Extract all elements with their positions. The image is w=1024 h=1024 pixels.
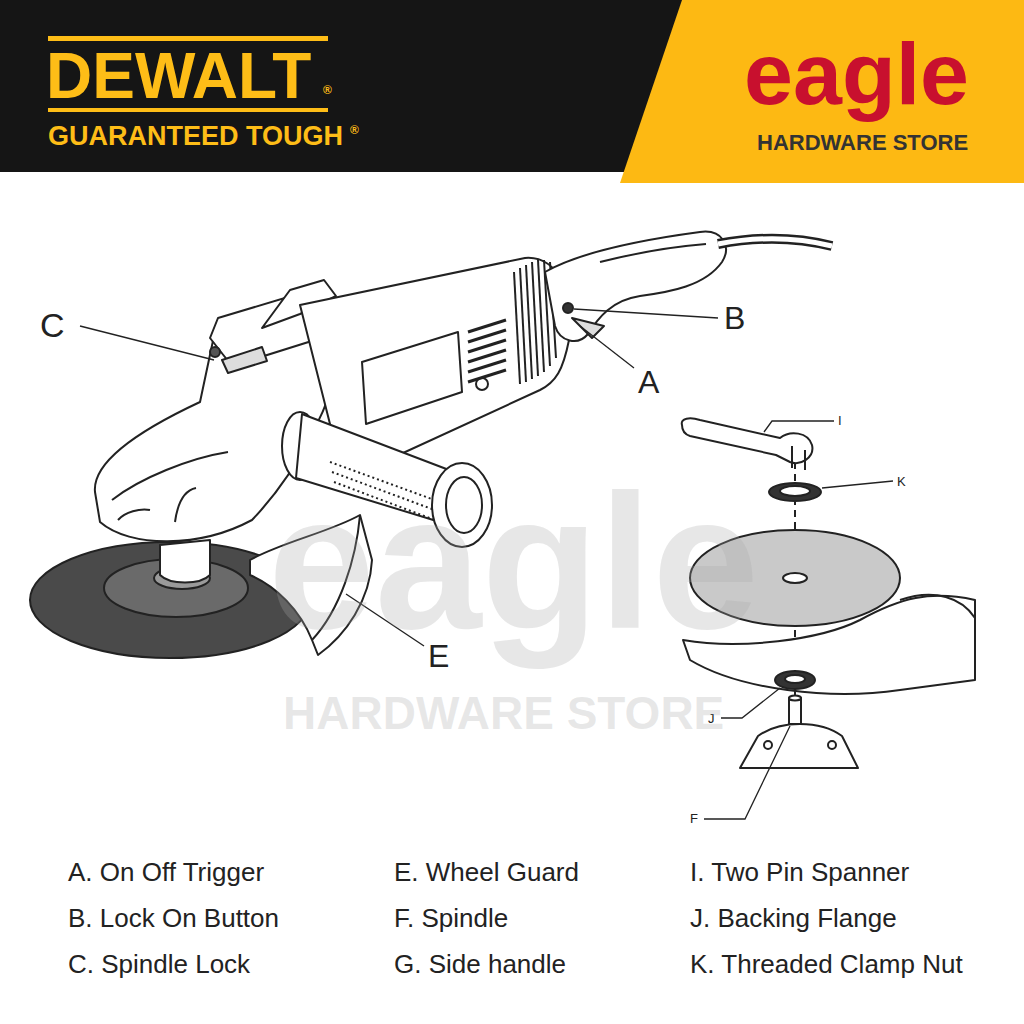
legend-item: E. Wheel Guard bbox=[394, 859, 579, 885]
callout-letter: I bbox=[838, 414, 842, 427]
vent-slot bbox=[468, 330, 506, 342]
spanner-pin bbox=[804, 450, 806, 470]
rib bbox=[520, 268, 526, 382]
body-section bbox=[900, 595, 975, 618]
vent-slot bbox=[468, 350, 506, 362]
spindle-shaft bbox=[789, 698, 801, 724]
backing-flange bbox=[775, 671, 815, 689]
legend-item: C. Spindle Lock bbox=[68, 951, 250, 977]
legend-item: K. Threaded Clamp Nut bbox=[690, 951, 963, 977]
logo-rule bbox=[48, 36, 328, 41]
screw bbox=[828, 741, 836, 749]
power-cord bbox=[718, 239, 832, 246]
on-off-trigger bbox=[572, 318, 604, 338]
callout-letter: A bbox=[638, 366, 659, 398]
watermark: HARDWARE STORE bbox=[283, 690, 724, 736]
rib bbox=[526, 265, 532, 379]
screw bbox=[210, 347, 220, 357]
legend-item: F. Spindle bbox=[394, 905, 508, 931]
flange-bore bbox=[785, 675, 805, 683]
gear-housing bbox=[740, 724, 858, 768]
callout-letter: F bbox=[690, 812, 698, 825]
legend-item: I. Two Pin Spanner bbox=[690, 859, 909, 885]
rib bbox=[538, 260, 544, 372]
brand-slogan: GUARANTEED TOUGH bbox=[48, 123, 343, 150]
leader-line bbox=[721, 688, 780, 718]
callout-letter: K bbox=[897, 475, 906, 488]
legend-item: G. Side handle bbox=[394, 951, 566, 977]
vent-slot bbox=[468, 360, 506, 372]
spindle-lock-button bbox=[222, 347, 267, 373]
handle-seam bbox=[600, 244, 706, 262]
spindle-collar bbox=[160, 540, 210, 583]
gear-head-edge bbox=[112, 452, 228, 500]
leader-line bbox=[574, 309, 718, 318]
power-cord-outline bbox=[718, 239, 832, 246]
callout-letter: C bbox=[40, 308, 65, 342]
clamp-nut-hole bbox=[780, 486, 810, 496]
leader-line bbox=[822, 481, 893, 488]
legend-item: B. Lock On Button bbox=[68, 905, 279, 931]
head-foot bbox=[175, 488, 196, 522]
leader-line bbox=[764, 421, 834, 432]
store-band: eagleHARDWARE STORE bbox=[620, 0, 1024, 183]
registered-mark: ® bbox=[323, 84, 332, 96]
rib bbox=[532, 262, 538, 376]
logo-rule bbox=[48, 108, 328, 112]
rib bbox=[514, 272, 520, 384]
band-fill bbox=[0, 0, 690, 172]
leader-line bbox=[80, 326, 214, 360]
leader-line bbox=[580, 326, 634, 368]
store-logo: eagle bbox=[744, 30, 969, 118]
vent-slots bbox=[468, 320, 506, 382]
spindle-top bbox=[789, 696, 801, 701]
vent-slot bbox=[468, 340, 506, 352]
screw bbox=[764, 741, 772, 749]
rear-handle bbox=[545, 232, 726, 341]
legend-item: A. On Off Trigger bbox=[68, 859, 264, 885]
brand-logo: DEWALT bbox=[46, 44, 311, 108]
leader-line bbox=[704, 726, 790, 819]
rating-plate bbox=[362, 332, 462, 424]
watermark: eagle bbox=[268, 466, 759, 658]
vent-slot bbox=[468, 370, 506, 382]
legend-item: J. Backing Flange bbox=[690, 905, 897, 931]
disc-bore bbox=[783, 573, 807, 583]
lock-on-button bbox=[563, 303, 573, 313]
store-name: HARDWARE STORE bbox=[757, 132, 968, 154]
brand-band: DEWALT GUARANTEED TOUGH bbox=[0, 0, 690, 172]
band-fill bbox=[620, 0, 1024, 183]
registered-mark: ® bbox=[350, 124, 359, 136]
clamp-nut bbox=[769, 483, 821, 501]
spanner-pin bbox=[791, 446, 793, 468]
callout-letter: B bbox=[724, 302, 745, 334]
vent-slot bbox=[468, 320, 506, 332]
gear-head-detail bbox=[118, 509, 150, 520]
